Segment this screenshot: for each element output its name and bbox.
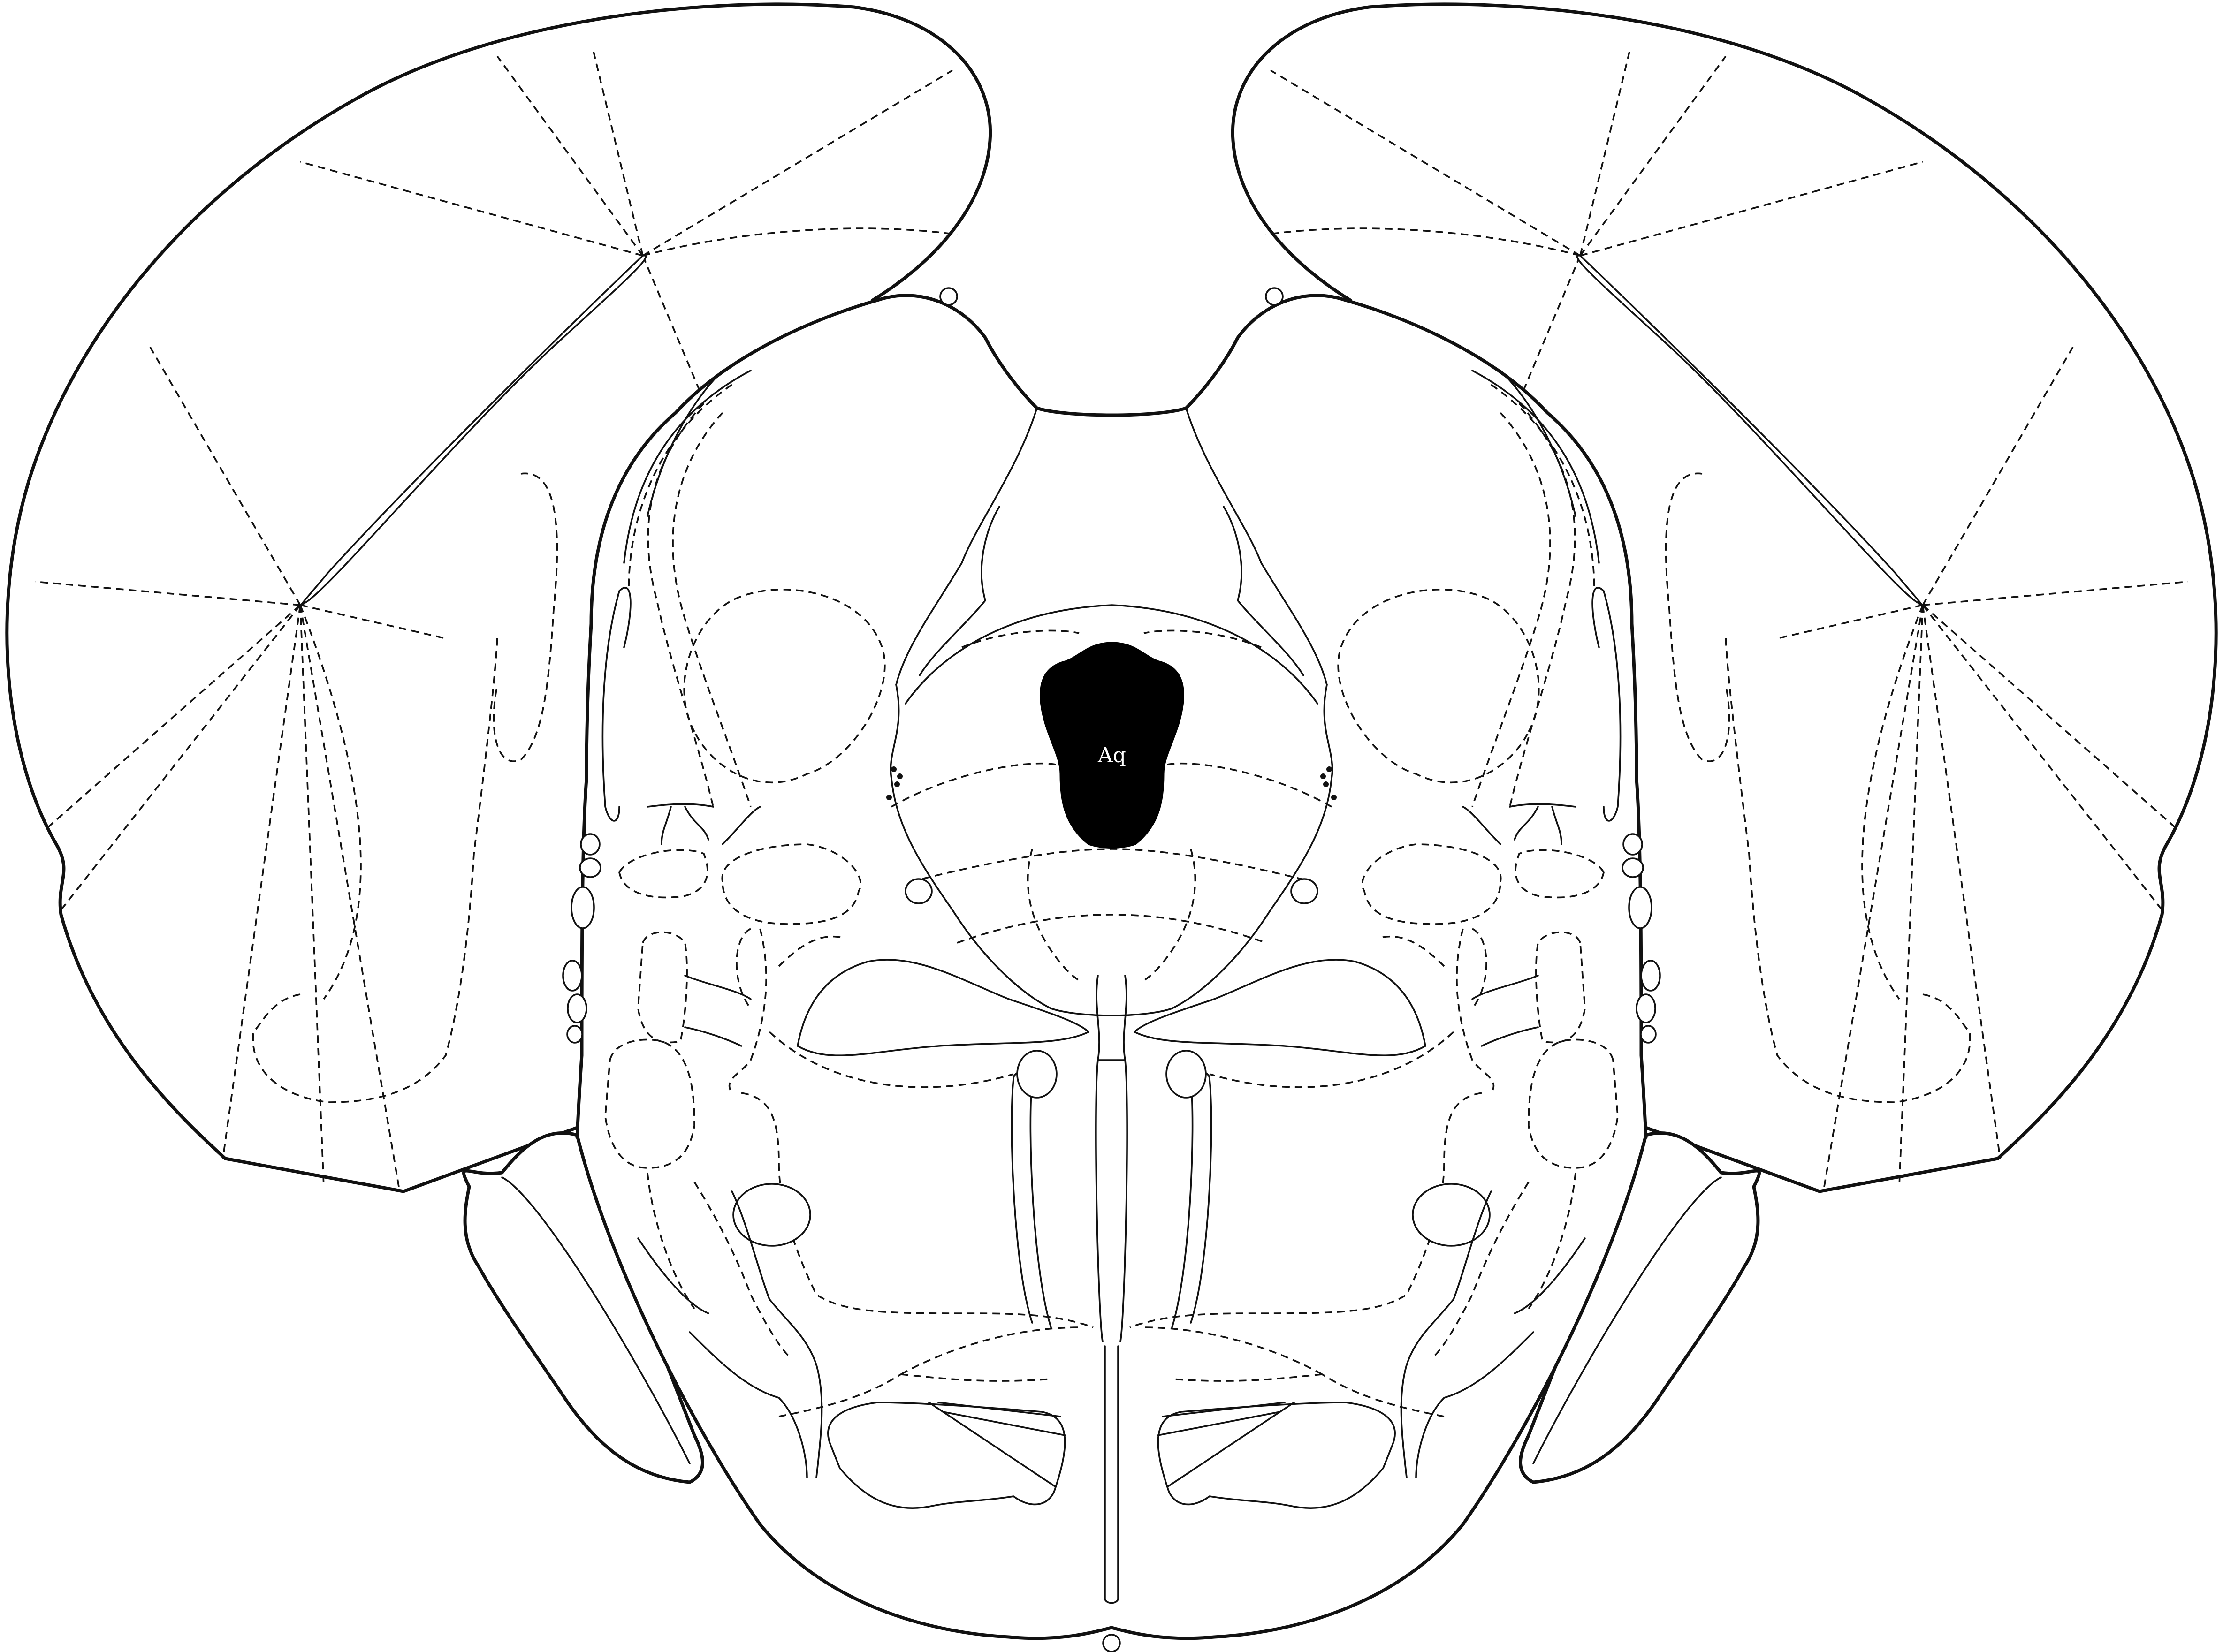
left-transverse-fibers [769,935,1089,1088]
right-nerve-roots [1265,287,1661,1044]
brainstem [575,294,1648,1640]
right-lobule-boundaries [1265,51,2188,1187]
midline-structures [1011,975,1212,1652]
left-paraflocculus [300,255,647,606]
right-paraflocculus [1576,255,1923,606]
left-lateral-lobe [462,1131,704,1484]
right-transverse-fibers [1134,935,1454,1088]
aqueduct: Aq [1039,642,1185,849]
periaqueductal-region [886,407,1337,1016]
right-lateral-lobe [1519,1131,1761,1484]
left-basal-lobe [827,1402,1066,1509]
right-basal-lobe [1157,1402,1396,1509]
right-cerebellar-hemisphere [1231,2,2218,1193]
left-lobule-boundaries [35,51,958,1187]
right-nuclei [1129,589,1619,1478]
aqueduct-label: Aq [1097,743,1126,767]
left-nuclei [604,589,1094,1478]
left-cerebellar-hemisphere [5,2,992,1193]
left-nerve-roots [562,287,958,1044]
